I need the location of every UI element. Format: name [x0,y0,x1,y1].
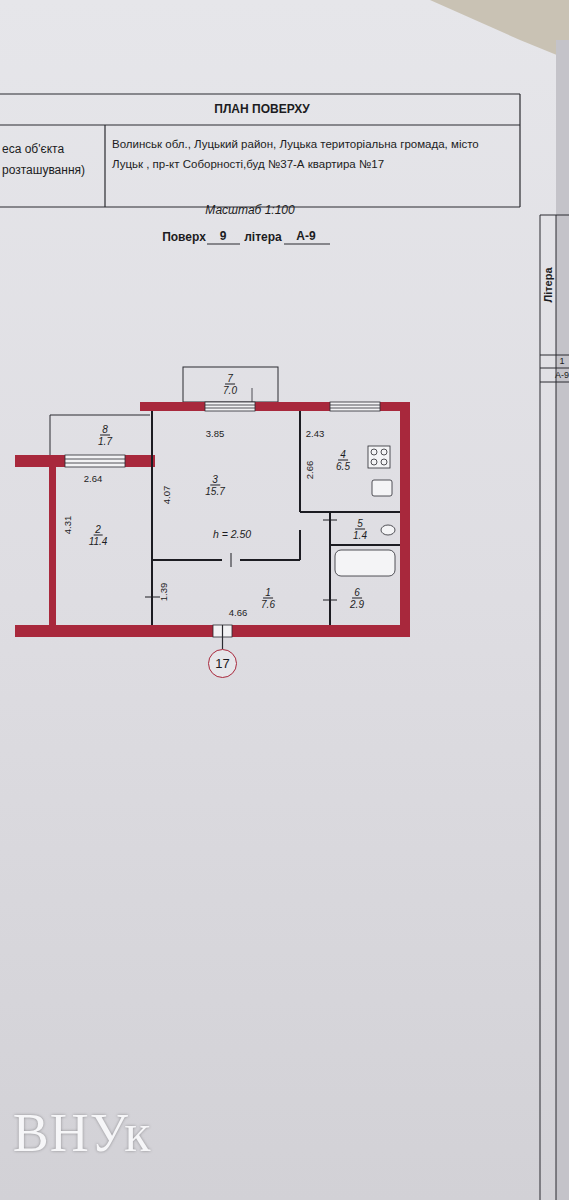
dimension: 1.39 [159,583,170,602]
room-area-value: 15.7 [203,486,226,497]
room-number: 7 [225,373,235,385]
room-area: 62.9 [332,546,400,625]
room-area: 81.7 [55,415,150,455]
room-area-value: 7.6 [259,599,277,610]
dimension: 2.66 [305,461,316,480]
room-area-value: 7.0 [221,385,239,396]
dimension: 3.85 [206,429,225,440]
entrance-connector [222,625,223,649]
room-area-value: 1.7 [96,436,114,447]
room-number: 5 [355,518,365,530]
watermark: ВНУк [13,1102,152,1164]
room-number: 8 [100,424,110,436]
room-number: 2 [93,524,103,536]
room-label: 62.9 [348,587,366,610]
room-label: 46.5 [334,449,352,472]
table-cell: А-9 [555,370,569,380]
side-table [540,215,569,1200]
room-area-value: 6.5 [334,461,352,472]
entrance-circle: 17 [208,649,237,678]
connector-line [222,625,223,649]
room-area-value: 2.9 [348,599,366,610]
room-area-value: 1.4 [351,530,369,541]
table-header: еса об'єкта розташування) [2,139,102,181]
plan-title: ПЛАН ПОВЕРХУ [214,103,309,117]
table-header: Літера [542,267,555,302]
dimension: 2.43 [306,429,325,440]
room-number: 6 [352,587,362,599]
room-area: 46.5 [302,412,400,512]
floor-value: 9 [220,230,227,244]
room-label: 211.4 [87,524,110,547]
address: Волинськ обл., Луцький район, Луцька тер… [112,134,512,174]
floor-plan [15,367,410,637]
room-area: 77.0 [183,367,278,402]
background-corner [430,0,569,60]
room-label: 77.0 [221,373,239,396]
floor-label: Поверх [162,231,206,245]
ceiling-height: h = 2.50 [213,528,251,540]
dimension: 2.64 [84,474,103,485]
room-number: 4 [338,449,348,461]
room-label: 315.7 [203,474,226,497]
page-stack [556,40,569,1200]
scale: Масштаб 1:100 [205,204,294,218]
dimension: 4.07 [162,486,173,505]
header-table [0,94,520,244]
room-label: 81.7 [96,424,114,447]
dimension: 4.31 [63,516,74,535]
table-cell: 1 [559,356,564,366]
room-number: 1 [263,587,273,599]
room-label: 51.4 [351,518,369,541]
apartment-number: 17 [215,656,229,671]
room-number: 3 [210,474,220,486]
room-area: 17.6 [155,576,330,625]
letter-label: літера [244,231,282,245]
room-label: 17.6 [259,587,277,610]
room-area: 51.4 [332,513,400,545]
room-area: 211.4 [57,467,150,625]
room-area-value: 11.4 [87,536,110,547]
dimension: 4.66 [229,608,248,619]
letter-value: А-9 [296,230,315,244]
